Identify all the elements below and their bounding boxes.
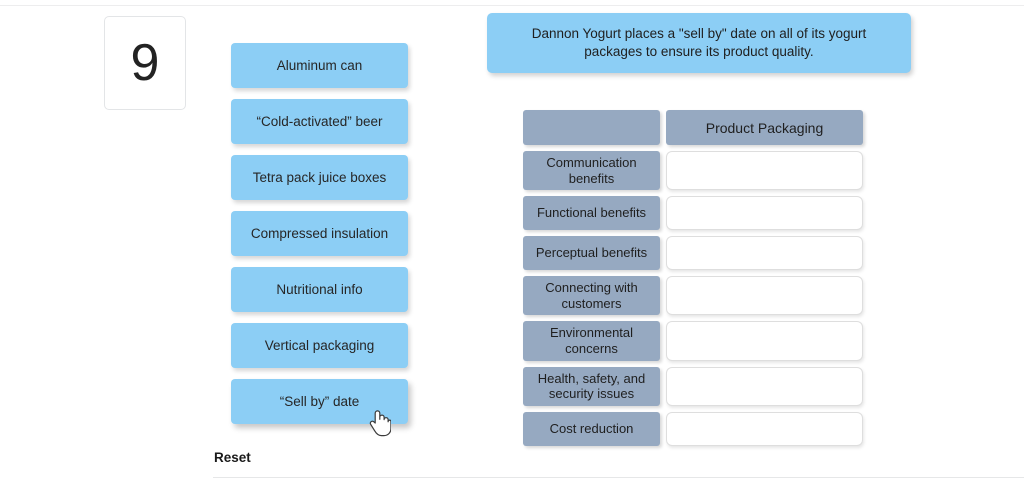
draggable-tile[interactable]: Aluminum can bbox=[231, 43, 408, 88]
row-label: Connecting with customers bbox=[523, 276, 660, 316]
table-corner-cell bbox=[523, 110, 660, 145]
row-label: Cost reduction bbox=[523, 411, 660, 446]
draggable-tile[interactable]: Compressed insulation bbox=[231, 211, 408, 256]
question-number-value: 9 bbox=[130, 34, 160, 92]
question-counter: 9 bbox=[104, 16, 186, 110]
tile-label: “Sell by” date bbox=[279, 394, 360, 409]
table-column-header: Product Packaging bbox=[666, 110, 863, 145]
drop-target[interactable] bbox=[666, 151, 863, 191]
table-header-row: Product Packaging bbox=[523, 110, 863, 145]
prompt-card: Dannon Yogurt places a "sell by" date on… bbox=[487, 13, 911, 73]
tile-label: Tetra pack juice boxes bbox=[252, 170, 387, 185]
tile-label: “Cold-activated” beer bbox=[256, 114, 383, 129]
table-row: Cost reduction bbox=[523, 411, 863, 446]
drop-target[interactable] bbox=[666, 236, 863, 271]
drop-target[interactable] bbox=[666, 321, 863, 361]
tile-label: Compressed insulation bbox=[250, 226, 389, 241]
draggable-tile-list: Aluminum can “Cold-activated” beer Tetra… bbox=[231, 43, 408, 437]
row-label: Communication benefits bbox=[523, 151, 660, 191]
table-row: Environmental concerns bbox=[523, 321, 863, 361]
row-label: Functional benefits bbox=[523, 196, 660, 231]
prompt-text: Dannon Yogurt places a "sell by" date on… bbox=[531, 25, 867, 59]
draggable-tile[interactable]: Vertical packaging bbox=[231, 323, 408, 368]
reset-button[interactable]: Reset bbox=[214, 450, 251, 465]
bottom-divider bbox=[213, 477, 1024, 478]
row-label: Health, safety, and security issues bbox=[523, 366, 660, 406]
top-divider bbox=[0, 5, 1024, 6]
draggable-tile[interactable]: Nutritional info bbox=[231, 267, 408, 312]
draggable-tile[interactable]: “Sell by” date bbox=[231, 379, 408, 437]
draggable-tile[interactable]: Tetra pack juice boxes bbox=[231, 155, 408, 200]
drop-target[interactable] bbox=[666, 196, 863, 231]
table-row: Perceptual benefits bbox=[523, 236, 863, 271]
tile-label: Vertical packaging bbox=[264, 338, 375, 353]
table-row: Health, safety, and security issues bbox=[523, 366, 863, 406]
table-row: Communication benefits bbox=[523, 151, 863, 191]
table-header-cell-wrap: Product Packaging bbox=[666, 110, 863, 145]
matching-table: Product Packaging Communication benefits… bbox=[523, 110, 863, 452]
tile-label: Aluminum can bbox=[276, 58, 363, 73]
drop-target[interactable] bbox=[666, 411, 863, 446]
row-label: Perceptual benefits bbox=[523, 236, 660, 271]
draggable-tile[interactable]: “Cold-activated” beer bbox=[231, 99, 408, 144]
drop-target[interactable] bbox=[666, 276, 863, 316]
table-row: Functional benefits bbox=[523, 196, 863, 231]
tile-label: Nutritional info bbox=[276, 282, 363, 297]
pointing-hand-cursor-icon bbox=[369, 409, 392, 437]
drop-target[interactable] bbox=[666, 366, 863, 406]
row-label: Environmental concerns bbox=[523, 321, 660, 361]
table-row: Connecting with customers bbox=[523, 276, 863, 316]
